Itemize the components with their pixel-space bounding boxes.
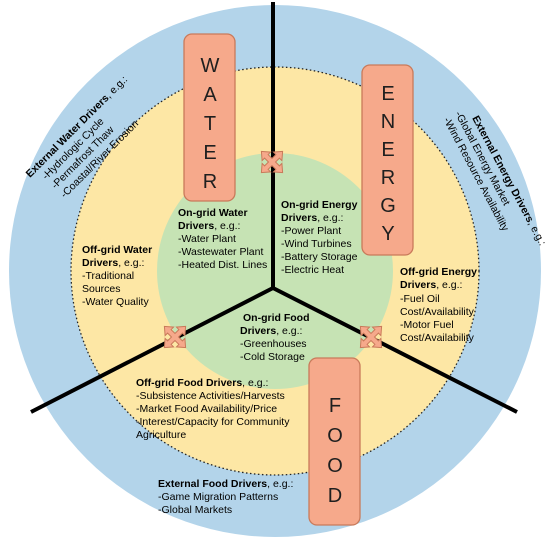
off-grid-water-title: Off-grid Water xyxy=(82,244,152,256)
energy-letter: E xyxy=(381,83,394,105)
off-grid-food-title: Off-grid Food Drivers, e.g.: xyxy=(136,377,268,389)
list-item: -Game Migration Patterns xyxy=(158,491,278,503)
energy-letter: G xyxy=(380,195,396,217)
four-way-arrow-icon xyxy=(359,325,383,349)
on-grid-water-drivers: On-grid Water Drivers, e.g.: -Water Plan… xyxy=(178,207,267,271)
water-letter: E xyxy=(203,142,216,164)
list-item: -Cold Storage xyxy=(240,351,305,363)
water-letter: T xyxy=(204,113,216,135)
food-letter: D xyxy=(328,485,342,507)
list-item: -Water Plant xyxy=(178,233,236,245)
external-food-drivers: External Food Drivers, e.g.: -Game Migra… xyxy=(158,478,293,516)
list-item: -Greenhouses xyxy=(240,338,307,350)
four-way-arrow-icon xyxy=(163,325,187,349)
list-item: -Wastewater Plant xyxy=(178,246,263,258)
list-item: -Electric Heat xyxy=(281,264,344,276)
on-grid-energy-drivers: On-grid Energy Drivers, e.g.: -Power Pla… xyxy=(281,199,358,276)
list-item: Sources xyxy=(82,283,121,295)
on-grid-energy-title: On-grid Energy xyxy=(281,199,358,211)
off-grid-energy-subtitle: Drivers, e.g.: xyxy=(400,279,462,291)
off-grid-food-drivers: Off-grid Food Drivers, e.g.: -Subsistenc… xyxy=(136,377,290,441)
list-item: -Battery Storage xyxy=(281,251,358,263)
list-item: -Heated Dist. Lines xyxy=(178,259,267,271)
divider-left xyxy=(30,286,274,414)
energy-letter: R xyxy=(381,167,395,189)
on-grid-food-title: On-grid Food xyxy=(243,312,309,324)
list-item: -Traditional xyxy=(82,270,134,282)
list-item: -Power Plant xyxy=(281,225,341,237)
external-food-title: External Food Drivers, e.g.: xyxy=(158,478,293,490)
food-box: F O O D xyxy=(308,357,361,526)
off-grid-water-drivers: Off-grid Water Drivers, e.g.: -Tradition… xyxy=(82,244,152,308)
on-grid-food-subtitle: Drivers, e.g.: xyxy=(240,325,302,337)
energy-letter: Y xyxy=(381,223,394,245)
energy-letter: E xyxy=(381,139,394,161)
water-letter: A xyxy=(203,84,217,106)
water-box: W A T E R xyxy=(183,33,236,202)
list-item: Agriculture xyxy=(136,429,186,441)
sector-dividers xyxy=(30,2,518,414)
off-grid-energy-drivers: Off-grid Energy Drivers, e.g.: -Fuel Oil… xyxy=(400,266,477,344)
off-grid-water-subtitle: Drivers, e.g.: xyxy=(82,257,144,269)
energy-box: E N E R G Y xyxy=(361,64,414,256)
water-letter: W xyxy=(201,55,220,77)
list-item: -Motor Fuel xyxy=(400,319,454,331)
on-grid-food-drivers: On-grid Food Drivers, e.g.: -Greenhouses… xyxy=(240,312,309,363)
list-item: -Interest/Capacity for Community xyxy=(136,416,290,428)
list-item: Cost/Availability xyxy=(400,306,475,318)
water-letter: R xyxy=(203,171,217,193)
on-grid-water-title: On-grid Water xyxy=(178,207,248,219)
list-item: Cost/Availability xyxy=(400,332,475,344)
list-item: -Subsistence Activities/Harvests xyxy=(136,390,285,402)
list-item: -Market Food Availability/Price xyxy=(136,403,277,415)
list-item: -Wind Turbines xyxy=(281,238,352,250)
off-grid-energy-title: Off-grid Energy xyxy=(400,266,477,278)
list-item: -Water Quality xyxy=(82,296,149,308)
energy-letter: N xyxy=(381,111,395,133)
divider-right xyxy=(272,286,518,414)
list-item: -Global Markets xyxy=(158,504,232,516)
on-grid-energy-subtitle: Drivers, e.g.: xyxy=(281,212,343,224)
four-way-arrow-icon xyxy=(260,150,284,174)
list-item: -Fuel Oil xyxy=(400,293,440,305)
food-letter: O xyxy=(327,425,343,447)
food-letter: F xyxy=(329,395,341,417)
food-letter: O xyxy=(327,455,343,477)
on-grid-water-subtitle: Drivers, e.g.: xyxy=(178,220,240,232)
